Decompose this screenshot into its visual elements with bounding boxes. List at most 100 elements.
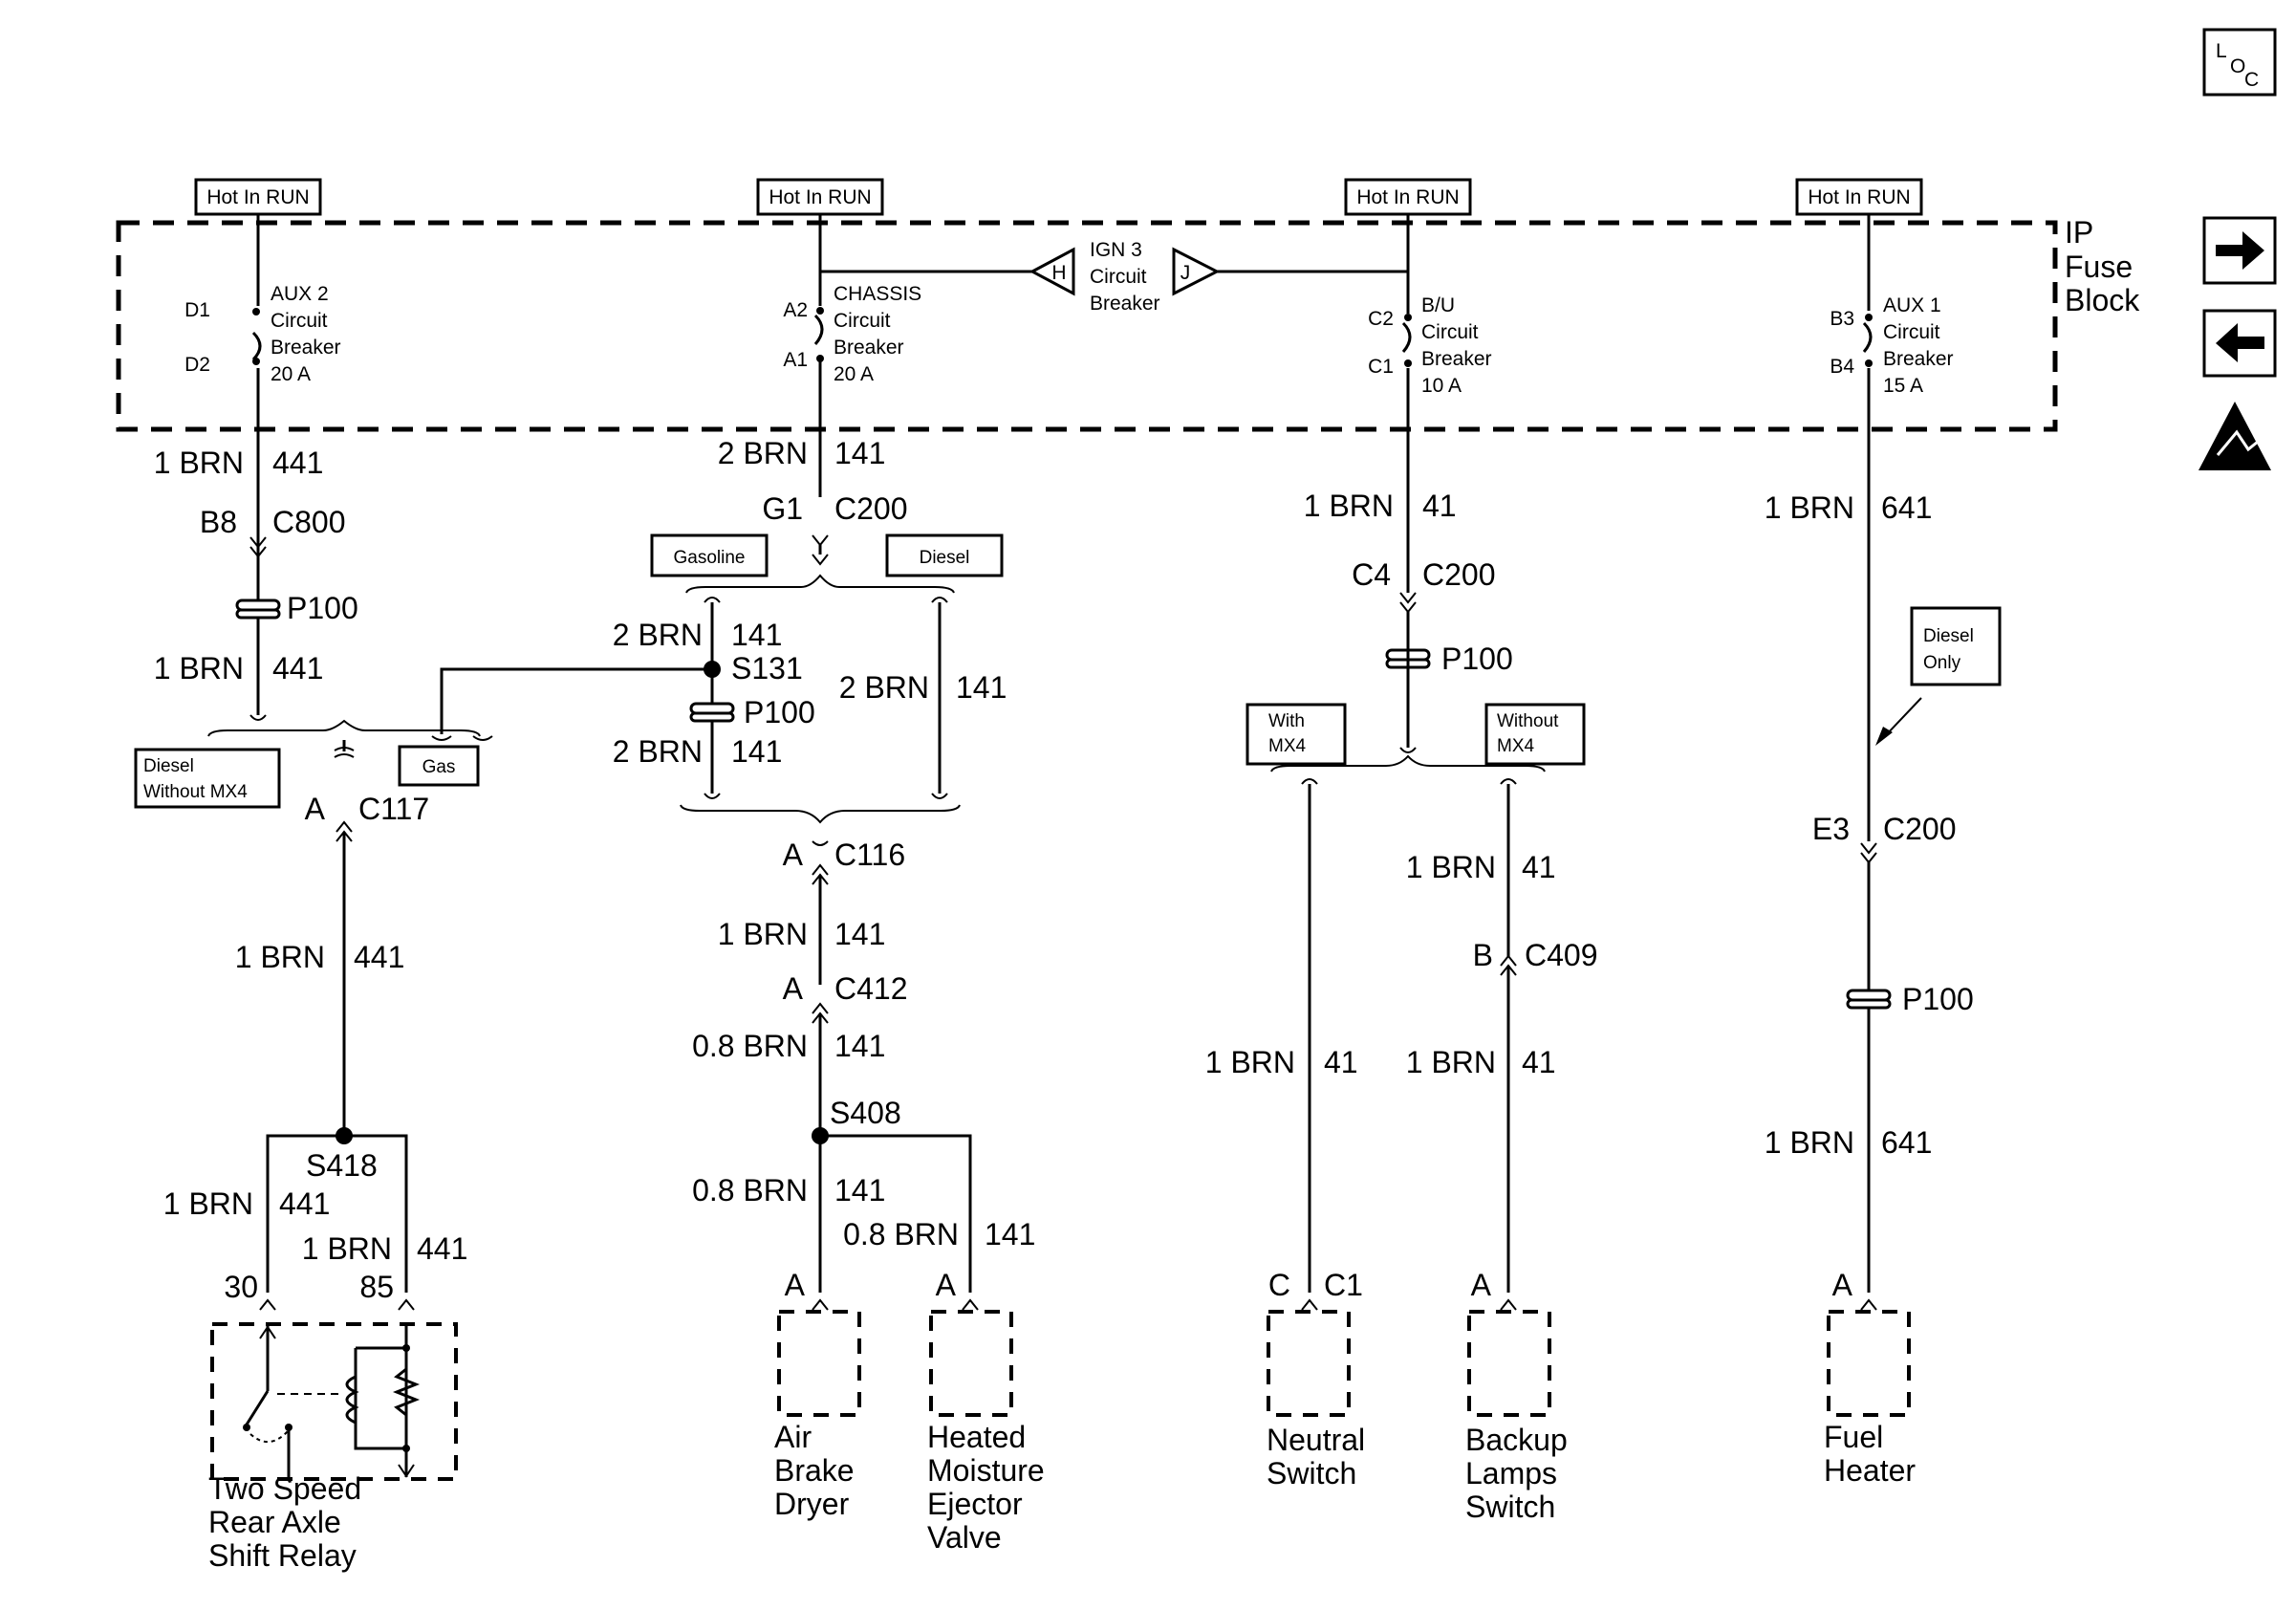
svg-text:A1: A1	[783, 349, 808, 371]
svg-text:Diesel: Diesel	[143, 756, 194, 776]
svg-text:Fuse: Fuse	[2065, 250, 2133, 284]
svg-text:J: J	[1180, 262, 1191, 284]
svg-text:Diesel: Diesel	[1923, 626, 1974, 646]
svg-text:Ejector: Ejector	[927, 1487, 1023, 1521]
wire-label: 141	[731, 734, 782, 769]
hot-in-run-box-1: Hot In RUN	[194, 178, 322, 216]
svg-text:15 A: 15 A	[1883, 375, 1923, 397]
wire-label: 441	[272, 651, 323, 685]
svg-text:C1: C1	[1324, 1268, 1363, 1302]
svg-text:O: O	[2230, 55, 2245, 77]
loc-icon[interactable]: L O C	[2202, 28, 2277, 97]
connector-label: E3	[1812, 812, 1850, 846]
connector-label: A	[783, 971, 804, 1006]
wire-label: 441	[272, 446, 323, 480]
wire-label: 141	[731, 618, 782, 652]
svg-text:85: 85	[359, 1270, 394, 1304]
wire-label: 141	[985, 1217, 1035, 1251]
wire-label: 441	[279, 1186, 330, 1221]
next-page-arrow-icon[interactable]	[2202, 216, 2277, 285]
wire-label: 441	[354, 940, 404, 974]
wire-label: 641	[1881, 490, 1932, 525]
wire-label: 0.8 BRN	[692, 1173, 808, 1208]
aux1-circuit-breaker: B3 B4 AUX 1 Circuit Breaker 15 A	[1830, 294, 1953, 397]
previous-page-arrow-icon[interactable]	[2202, 309, 2277, 378]
svg-text:20 A: 20 A	[834, 363, 874, 385]
svg-text:Backup: Backup	[1465, 1423, 1568, 1457]
svg-text:Hot In RUN: Hot In RUN	[1356, 186, 1459, 208]
aux2-circuit-breaker: D1 D2 AUX 2 Circuit Breaker 20 A	[184, 283, 340, 385]
wire-label: 41	[1522, 850, 1556, 884]
svg-text:A2: A2	[783, 299, 808, 321]
wire-label: 41	[1422, 489, 1457, 523]
svg-text:C: C	[2244, 69, 2259, 91]
air-brake-dryer: Air Brake Dryer	[774, 1310, 861, 1521]
svg-text:AUX 2: AUX 2	[271, 283, 329, 305]
svg-text:P100: P100	[744, 695, 815, 729]
connector-label: C116	[834, 838, 905, 872]
wire-label: 141	[834, 436, 885, 470]
svg-text:A: A	[1832, 1268, 1853, 1302]
svg-text:L: L	[2216, 40, 2227, 62]
connector-label: C800	[272, 505, 346, 539]
connector-label: B8	[200, 505, 237, 539]
wire-label: 1 BRN	[1765, 490, 1854, 525]
svg-text:10 A: 10 A	[1421, 375, 1462, 397]
wire-label: 1 BRN	[154, 651, 244, 685]
passthrough-p100: P100	[1846, 982, 1974, 1016]
svg-text:C: C	[1268, 1268, 1290, 1302]
option-box-gas: Gas	[398, 745, 480, 787]
svg-text:D2: D2	[184, 354, 210, 376]
svg-text:S408: S408	[830, 1096, 901, 1130]
wire-label: 2 BRN	[613, 734, 703, 769]
svg-text:B3: B3	[1830, 308, 1854, 330]
chassis-circuit-breaker: A2 A1 CHASSIS Circuit Breaker 20 A	[783, 283, 921, 385]
backup-lamps-switch: Backup Lamps Switch	[1465, 1310, 1568, 1524]
wire-label: 1 BRN	[302, 1231, 392, 1266]
wire-label: 1 BRN	[1304, 489, 1394, 523]
wire-label: 141	[834, 917, 885, 951]
ign3-circuit-breaker: H IGN 3 Circuit Breaker J	[1029, 239, 1221, 315]
svg-text:C1: C1	[1368, 356, 1394, 378]
passthrough-p100: P100	[1385, 642, 1513, 676]
connector-label: G1	[762, 491, 803, 526]
passthrough-p100: P100	[235, 591, 358, 625]
wire-label: 1 BRN	[235, 940, 325, 974]
svg-text:Block: Block	[2065, 283, 2140, 317]
svg-text:Breaker: Breaker	[1883, 348, 1954, 370]
svg-text:Dryer: Dryer	[774, 1487, 850, 1521]
svg-text:Heater: Heater	[1824, 1453, 1916, 1488]
svg-text:Breaker: Breaker	[271, 337, 341, 359]
splice-s131	[704, 661, 721, 678]
connector-label: C200	[1883, 812, 1957, 846]
wire-label: 2 BRN	[718, 436, 808, 470]
svg-text:30: 30	[224, 1270, 258, 1304]
wire-label: 0.8 BRN	[843, 1217, 959, 1251]
ip-fuse-block-label: IP Fuse Block	[2065, 215, 2140, 317]
wire-label: 1 BRN	[1765, 1125, 1854, 1160]
connector-label: C200	[1422, 557, 1496, 592]
svg-text:Valve: Valve	[927, 1520, 1002, 1555]
option-box-diesel-without-mx4: Diesel Without MX4	[134, 748, 281, 809]
option-box-diesel: Diesel	[885, 533, 1004, 577]
wire-label: 0.8 BRN	[692, 1029, 808, 1063]
wire-label: 41	[1324, 1045, 1358, 1079]
svg-text:A: A	[1471, 1268, 1492, 1302]
svg-text:Hot In RUN: Hot In RUN	[1808, 186, 1910, 208]
svg-text:Rear Axle: Rear Axle	[208, 1505, 341, 1539]
svg-text:Without MX4: Without MX4	[143, 782, 248, 802]
wire-label: 1 BRN	[1406, 850, 1496, 884]
hot-in-run-box-3: Hot In RUN	[1344, 178, 1472, 216]
wire-label: 1 BRN	[163, 1186, 253, 1221]
esd-warning-icon	[2199, 402, 2271, 470]
hot-in-run-box-2: Hot In RUN	[756, 178, 884, 216]
svg-text:Shift Relay: Shift Relay	[208, 1538, 357, 1573]
svg-text:D1: D1	[184, 299, 210, 321]
svg-text:Switch: Switch	[1267, 1456, 1356, 1490]
fuel-heater: Fuel Heater	[1824, 1310, 1916, 1488]
hot-in-run-box-4: Hot In RUN	[1795, 178, 1923, 216]
wire-label: 1 BRN	[154, 446, 244, 480]
svg-text:A: A	[785, 1268, 806, 1302]
svg-text:Circuit: Circuit	[1883, 321, 1940, 343]
